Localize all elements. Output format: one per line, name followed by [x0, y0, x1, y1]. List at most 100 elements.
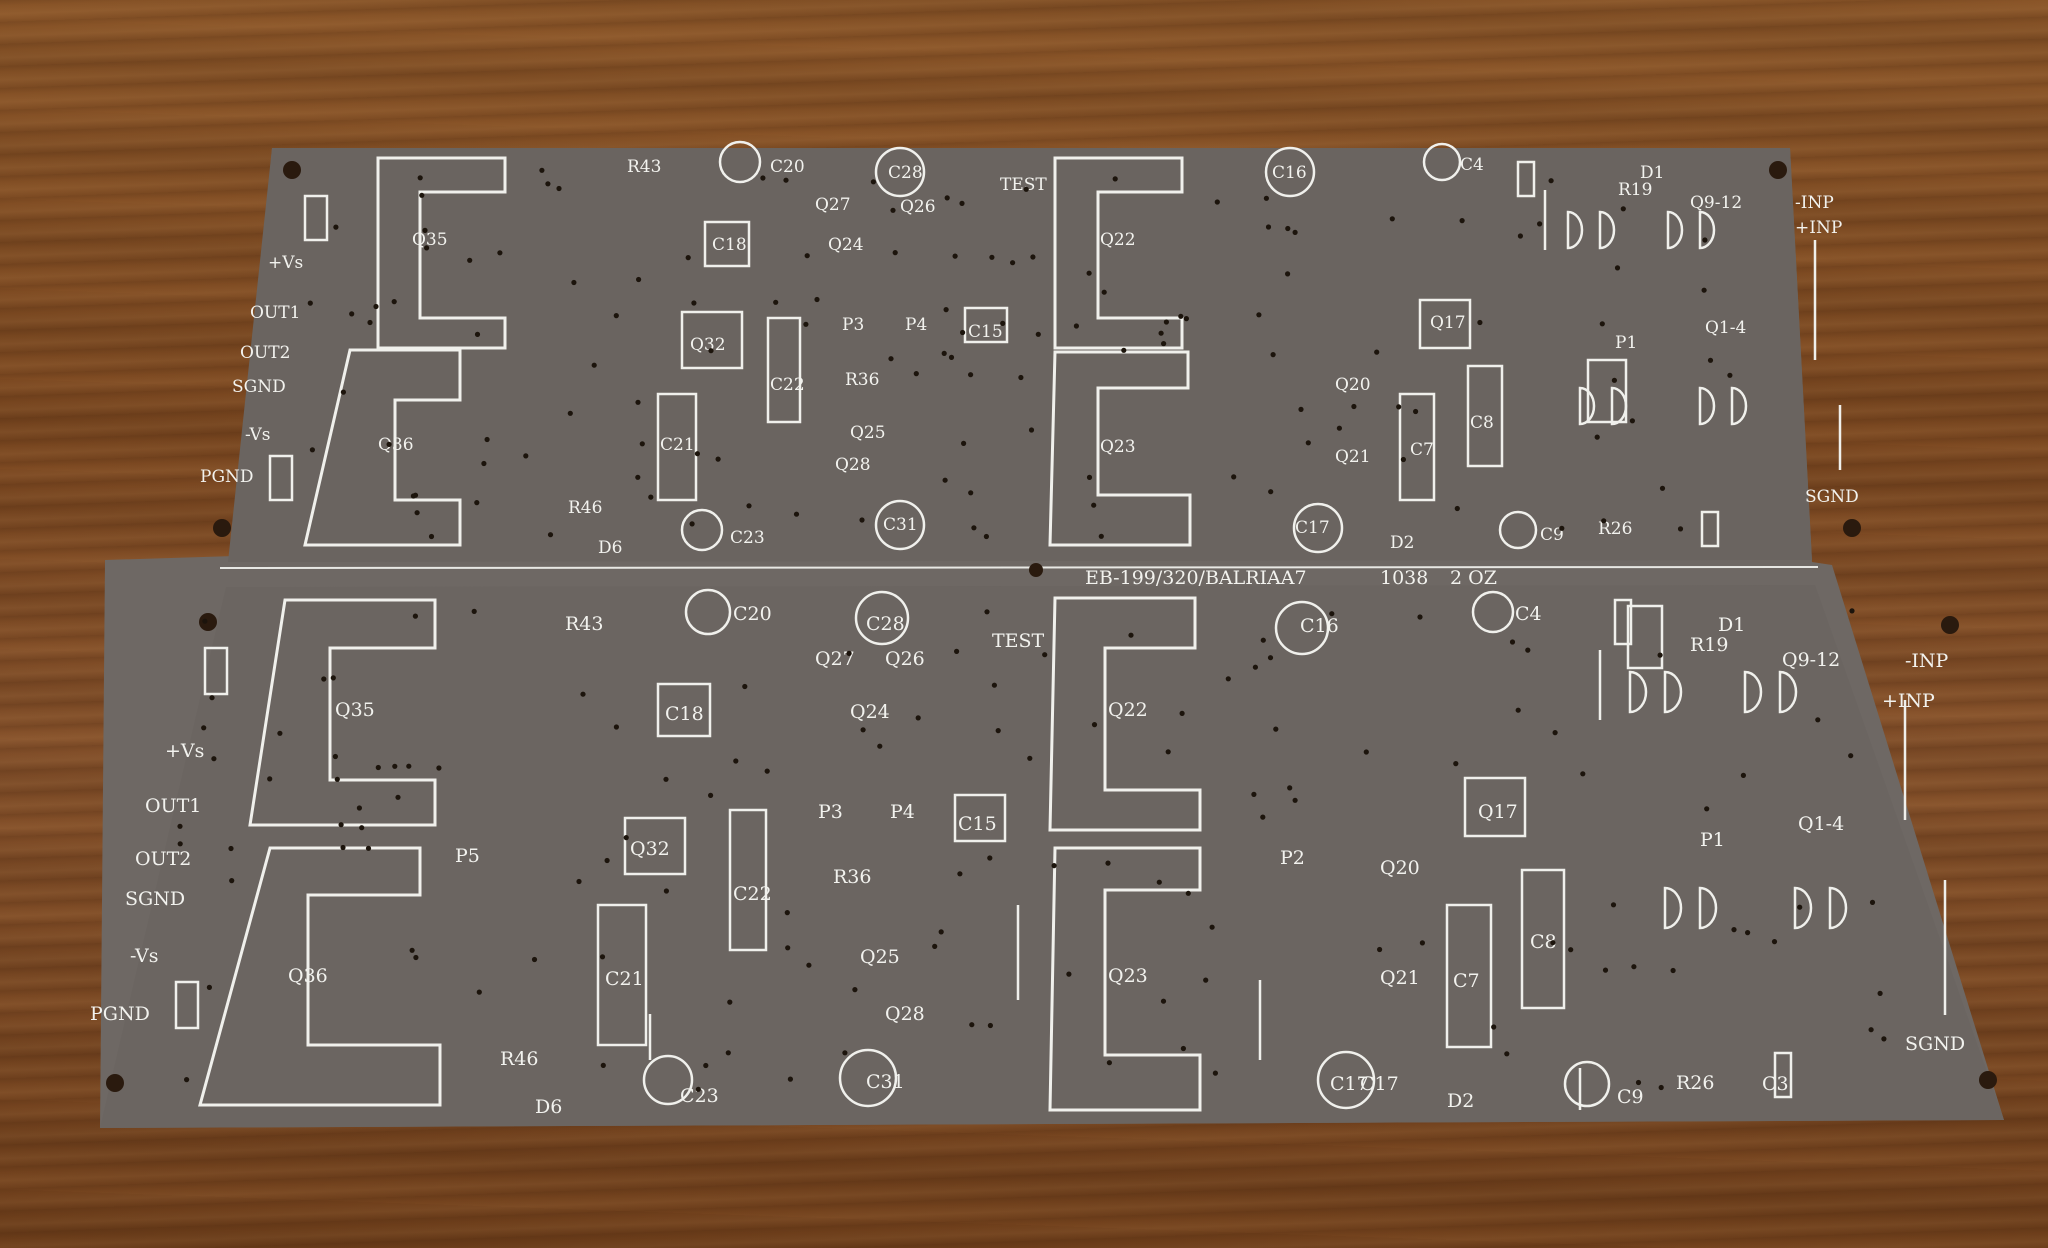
- via-hole: [1848, 753, 1854, 759]
- via-hole: [201, 725, 207, 731]
- svg-text:Q25: Q25: [860, 946, 900, 968]
- svg-text:Q21: Q21: [1335, 447, 1371, 467]
- via-hole: [1631, 964, 1637, 970]
- via-hole: [1552, 730, 1558, 736]
- via-hole: [211, 756, 217, 762]
- via-hole: [1203, 977, 1209, 983]
- via-hole: [708, 348, 714, 354]
- via-hole: [1594, 434, 1600, 440]
- via-hole: [184, 1077, 190, 1083]
- svg-text:C9: C9: [1617, 1086, 1644, 1108]
- component-outlines: [174, 140, 1793, 1110]
- via-hole: [422, 227, 428, 233]
- via-hole: [321, 676, 327, 682]
- via-hole: [954, 648, 960, 655]
- via-hole: [961, 440, 967, 446]
- svg-text:P4: P4: [905, 315, 927, 335]
- via-hole: [1028, 427, 1035, 433]
- via-hole: [944, 195, 950, 201]
- via-hole: [406, 763, 412, 769]
- via-hole: [1877, 990, 1883, 997]
- svg-text:OUT1: OUT1: [250, 303, 300, 323]
- svg-text:C3: C3: [1762, 1073, 1789, 1095]
- via-hole: [1580, 771, 1586, 777]
- resistor-tracks: [648, 190, 1947, 1110]
- via-hole: [436, 765, 442, 771]
- via-hole: [1771, 939, 1778, 945]
- via-hole: [915, 715, 921, 721]
- via-hole: [340, 844, 346, 851]
- via-hole: [367, 319, 373, 326]
- via-hole: [359, 825, 365, 831]
- via-hole: [1419, 940, 1425, 946]
- via-hole: [1336, 425, 1342, 431]
- svg-text:-INP: -INP: [1795, 193, 1834, 213]
- via-hole: [685, 255, 691, 261]
- via-hole: [1292, 797, 1298, 803]
- via-hole: [1550, 940, 1556, 946]
- via-hole: [1389, 216, 1395, 222]
- via-hole: [1740, 772, 1746, 779]
- via-hole: [1185, 890, 1191, 896]
- svg-text:R36: R36: [845, 370, 879, 390]
- via-hole: [969, 1022, 975, 1028]
- via-hole: [1815, 717, 1821, 723]
- svg-text:Q27: Q27: [815, 195, 851, 215]
- via-hole: [725, 1050, 731, 1056]
- via-hole: [1180, 1045, 1186, 1052]
- via-hole: [309, 447, 315, 453]
- via-hole: [746, 503, 752, 509]
- board-marking: EB-199/320/BALRIAA7: [1085, 567, 1307, 589]
- via-hole: [1635, 1079, 1642, 1086]
- via-hole: [663, 776, 669, 782]
- svg-text:SGND: SGND: [1905, 1033, 1965, 1055]
- svg-text:Q24: Q24: [828, 235, 864, 255]
- svg-text:C18: C18: [712, 235, 747, 255]
- via-hole: [1214, 199, 1220, 205]
- via-hole: [412, 613, 418, 619]
- via-hole: [1287, 785, 1293, 791]
- svg-text:C8: C8: [1470, 413, 1494, 433]
- via-hole: [1396, 404, 1402, 410]
- via-hole: [1260, 814, 1266, 820]
- svg-text:-INP: -INP: [1905, 650, 1949, 672]
- svg-text:C9: C9: [1540, 525, 1564, 545]
- svg-text:Q23: Q23: [1100, 437, 1136, 457]
- via-hole: [793, 511, 800, 517]
- svg-text:P5: P5: [455, 845, 480, 867]
- via-hole: [764, 768, 770, 774]
- svg-text:Q1-4: Q1-4: [1798, 813, 1844, 835]
- svg-text:C15: C15: [968, 322, 1003, 342]
- via-hole: [846, 650, 852, 657]
- svg-text:P2: P2: [1280, 847, 1305, 869]
- via-hole: [1849, 608, 1855, 614]
- via-hole: [1614, 265, 1621, 271]
- via-hole: [1101, 289, 1107, 295]
- svg-text:R36: R36: [833, 866, 871, 888]
- via-hole: [1601, 518, 1607, 524]
- via-hole: [476, 989, 482, 995]
- svg-text:Q17: Q17: [1478, 801, 1518, 823]
- via-hole: [1000, 320, 1006, 326]
- via-hole: [471, 608, 477, 615]
- via-hole: [1161, 341, 1167, 347]
- via-hole: [599, 954, 606, 960]
- svg-text:Q32: Q32: [690, 335, 726, 355]
- via-hole: [613, 724, 620, 730]
- via-hole: [1610, 902, 1617, 908]
- via-hole: [474, 331, 481, 337]
- via-hole: [409, 947, 415, 953]
- svg-text:+Vs: +Vs: [268, 253, 303, 273]
- pcb-substrate-bottom: [100, 585, 2004, 1128]
- svg-text:D1: D1: [1640, 163, 1664, 183]
- via-hole: [481, 460, 487, 467]
- via-hole: [414, 510, 420, 516]
- svg-text:C15: C15: [958, 813, 997, 835]
- svg-text:R43: R43: [565, 613, 603, 635]
- svg-text:Q35: Q35: [412, 230, 448, 250]
- svg-text:C22: C22: [733, 883, 772, 905]
- via-hole: [888, 356, 894, 362]
- svg-text:Q9-12: Q9-12: [1782, 649, 1840, 671]
- via-hole: [1620, 206, 1626, 212]
